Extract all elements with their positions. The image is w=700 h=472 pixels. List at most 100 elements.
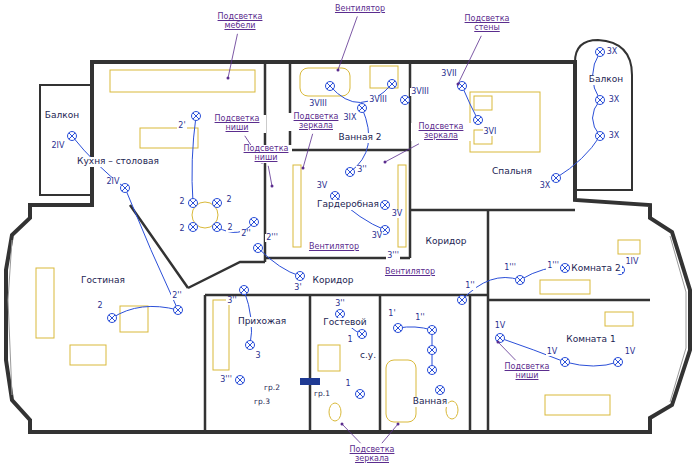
lamp-cross: [109, 315, 115, 321]
lamp-circle: [596, 96, 605, 105]
lamp-cross: [429, 367, 435, 373]
coffee-table: [70, 345, 106, 365]
callout-number: 3X: [608, 132, 621, 141]
lamp-cross: [562, 359, 568, 365]
lamp-symbol: [240, 286, 249, 295]
lamp-symbol: [326, 82, 335, 91]
lamp-symbol: [174, 306, 183, 315]
leader-line: [385, 144, 419, 162]
wire: [462, 278, 520, 301]
lamp-circle: [356, 390, 365, 399]
lamp-symbol: [192, 112, 201, 121]
lamp-symbol: [213, 199, 222, 208]
leader-line: [458, 36, 481, 84]
lamp-symbol: [68, 132, 77, 141]
lamp-cross: [332, 193, 338, 199]
lamp-cross: [357, 391, 363, 397]
wire: [125, 188, 178, 310]
wire: [565, 362, 618, 366]
room-label: Балкон: [44, 111, 80, 121]
bay-window: [8, 236, 686, 402]
wire: [112, 306, 178, 318]
note-label: Вентилятор: [334, 5, 386, 14]
lamp-cross: [597, 49, 603, 55]
callout-number: 1V: [624, 348, 637, 357]
lamp-circle: [189, 223, 198, 232]
group-label: гр.3: [253, 398, 271, 406]
room-label: Комната 2: [570, 264, 621, 274]
lamp-circle: [428, 346, 437, 355]
lamp-symbol: [458, 296, 467, 305]
lamp-symbol: [189, 199, 198, 208]
lamp-cross: [615, 359, 621, 365]
callout-number: 1''': [503, 264, 517, 273]
lamp-circle: [516, 276, 525, 285]
wire: [398, 327, 432, 330]
lamp-cross: [241, 287, 247, 293]
lamp-circle: [358, 330, 367, 339]
lamp-symbol: [250, 218, 259, 227]
lamp-symbol: [388, 80, 397, 89]
callout-number: 3: [254, 352, 261, 361]
toilet: [329, 403, 341, 421]
lamp-circle: [561, 358, 570, 367]
wire: [462, 86, 478, 120]
lamp-symbol: [358, 104, 367, 113]
room-label: Комната 1: [565, 335, 616, 345]
room-label: с.у.: [359, 351, 377, 361]
table: [605, 312, 633, 326]
lamp-cross: [389, 81, 395, 87]
lamp-circle: [250, 218, 259, 227]
sink: [370, 66, 398, 88]
lamp-symbol: [516, 276, 525, 285]
note-label: Подсветка ниши: [209, 115, 266, 133]
lamp-circle: [213, 223, 222, 232]
callout-number: 2IV: [51, 142, 66, 151]
lamp-circle: [401, 96, 410, 105]
room-label: Спальня: [491, 167, 533, 177]
lamp-circle: [254, 244, 263, 253]
leader-line: [342, 424, 361, 443]
lamp-cross: [395, 325, 401, 331]
leader-line: [268, 166, 272, 186]
lamp-symbol: [596, 48, 605, 57]
lamp-cross: [459, 297, 465, 303]
lamp-cross: [247, 342, 253, 348]
lamp-symbol: [458, 82, 467, 91]
balcony-wall: [40, 85, 92, 195]
lamp-symbol: [428, 326, 437, 335]
room-label: Балкон: [588, 75, 624, 85]
lamp-cross: [337, 311, 343, 317]
leader-dot: [302, 167, 305, 170]
shower: [318, 345, 340, 371]
inner-wall: [130, 62, 650, 432]
lamp-symbol: [296, 272, 305, 281]
room-label: Гостиная: [80, 276, 126, 286]
callout-number: 3'': [334, 300, 346, 309]
group-label: гр.2: [263, 384, 281, 392]
lamp-cross: [597, 133, 603, 139]
wire: [593, 100, 601, 136]
lamp-symbol: [496, 334, 505, 343]
table: [618, 240, 640, 254]
leader-dot: [497, 341, 500, 344]
note-label: Вентилятор: [384, 268, 436, 277]
note-label: Подсветка стены: [456, 15, 518, 33]
pillow: [474, 96, 492, 110]
lamp-symbol: [428, 346, 437, 355]
callout-number: 2'': [240, 230, 252, 239]
callout-number: 3'': [226, 297, 238, 306]
callout-number: 3''': [386, 252, 400, 261]
lamp-symbol: [381, 201, 390, 210]
lamp-cross: [237, 377, 243, 383]
lamp-symbol: [614, 358, 623, 367]
wardrobe-shelf: [293, 165, 301, 247]
callout-number: 2: [96, 302, 103, 311]
furniture: [36, 66, 640, 422]
callout-number: 3'': [356, 166, 368, 175]
lamp-circle: [189, 199, 198, 208]
callout-number: 2'': [171, 292, 183, 301]
callout-number: 1: [346, 336, 353, 345]
lamp-circle: [388, 80, 397, 89]
